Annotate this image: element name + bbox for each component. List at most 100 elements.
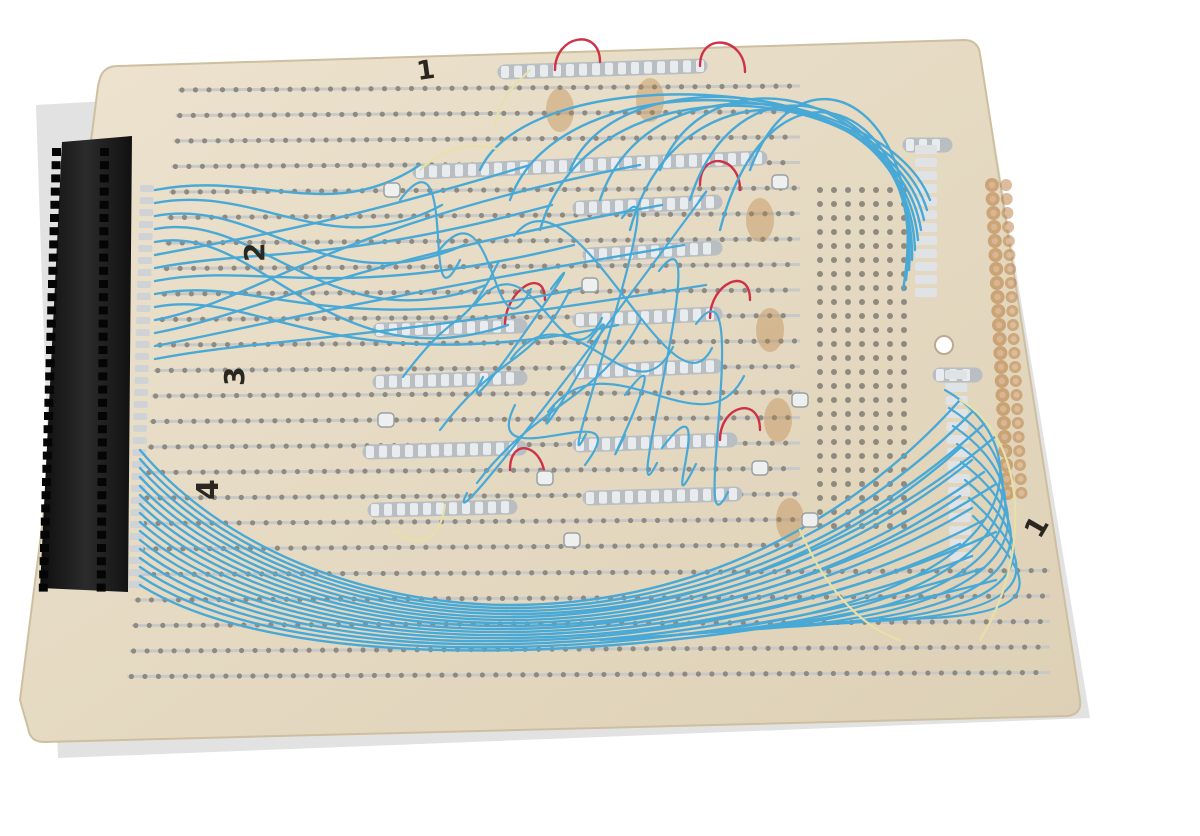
hole [916, 619, 922, 625]
hole [510, 314, 516, 320]
hole [773, 236, 779, 242]
hole [371, 672, 377, 679]
hole [197, 189, 203, 195]
hole [938, 670, 945, 676]
solder-joint [615, 200, 623, 213]
hole [396, 544, 402, 551]
hole [144, 648, 150, 654]
hole [831, 523, 837, 529]
solder-joint [706, 196, 714, 209]
blue-wire [435, 232, 533, 310]
hole [901, 383, 907, 389]
hole [845, 229, 851, 235]
hole [679, 543, 686, 549]
hole [831, 285, 837, 291]
hole [666, 390, 672, 396]
hole [575, 186, 581, 193]
header-pin-socket [46, 319, 56, 328]
hole [261, 392, 267, 398]
hole [553, 595, 560, 601]
hole [277, 520, 283, 526]
hole [366, 417, 372, 423]
solder-joint [618, 62, 626, 75]
header-pin-socket [97, 544, 106, 552]
solder-joint [625, 490, 633, 503]
solder-joint [637, 156, 645, 169]
hole [740, 466, 746, 472]
hole [227, 316, 233, 322]
hole [736, 517, 742, 523]
hole [427, 493, 433, 499]
blue-wire [475, 317, 643, 485]
header-pin-socket [99, 174, 109, 183]
hole [211, 342, 217, 348]
hole [817, 229, 823, 235]
hole [774, 542, 780, 548]
hole [778, 491, 784, 497]
hole [321, 315, 327, 322]
blue-wire [138, 518, 986, 637]
hole [408, 85, 415, 92]
hole [831, 215, 837, 221]
hole [186, 163, 192, 169]
solder-joint [483, 442, 491, 455]
hole [524, 314, 530, 320]
flux-pad [1007, 333, 1020, 345]
flux-pad [1009, 361, 1022, 373]
hole [526, 136, 532, 142]
solder-joint [501, 501, 509, 514]
blue-wire [138, 542, 962, 643]
hole [462, 85, 469, 91]
hole [845, 411, 851, 417]
flux-pad [985, 192, 1000, 206]
hole [759, 83, 766, 89]
hole [790, 516, 796, 523]
solder-joint [133, 401, 148, 408]
hole [817, 201, 823, 207]
hole [663, 415, 670, 421]
hole [423, 544, 429, 550]
solder-joint [506, 320, 514, 333]
hole [293, 647, 299, 653]
hole [692, 84, 698, 90]
hole [441, 493, 447, 499]
hole [522, 493, 528, 499]
hole [649, 109, 655, 116]
hole [698, 645, 704, 652]
hole [202, 444, 208, 450]
hole [655, 671, 661, 677]
hole [153, 393, 159, 399]
solder-joint [706, 434, 714, 447]
hole [351, 443, 357, 449]
hole [315, 392, 321, 398]
hole [728, 134, 734, 141]
hole [873, 243, 879, 249]
hole [346, 341, 352, 347]
hole [487, 110, 493, 117]
hole [859, 495, 865, 501]
hole [670, 339, 676, 345]
hole [902, 619, 908, 625]
solder-joint [134, 365, 149, 372]
hole [431, 289, 437, 295]
hole [668, 671, 675, 677]
hole [276, 367, 282, 373]
hole [452, 518, 458, 525]
hole [532, 212, 539, 218]
hole [319, 188, 325, 194]
solder-joint [599, 248, 607, 261]
hole [582, 263, 588, 269]
header-pin-socket [96, 557, 106, 566]
solder-joint [133, 425, 147, 432]
hole [465, 365, 471, 372]
solder-joint [134, 377, 149, 384]
hole [683, 339, 690, 345]
hole [273, 86, 280, 92]
hole [747, 542, 753, 548]
blue-wire [638, 406, 1004, 639]
small-components [377, 174, 819, 548]
hole [629, 186, 635, 192]
hole [831, 243, 837, 249]
hole [357, 213, 363, 219]
hole [697, 186, 703, 192]
